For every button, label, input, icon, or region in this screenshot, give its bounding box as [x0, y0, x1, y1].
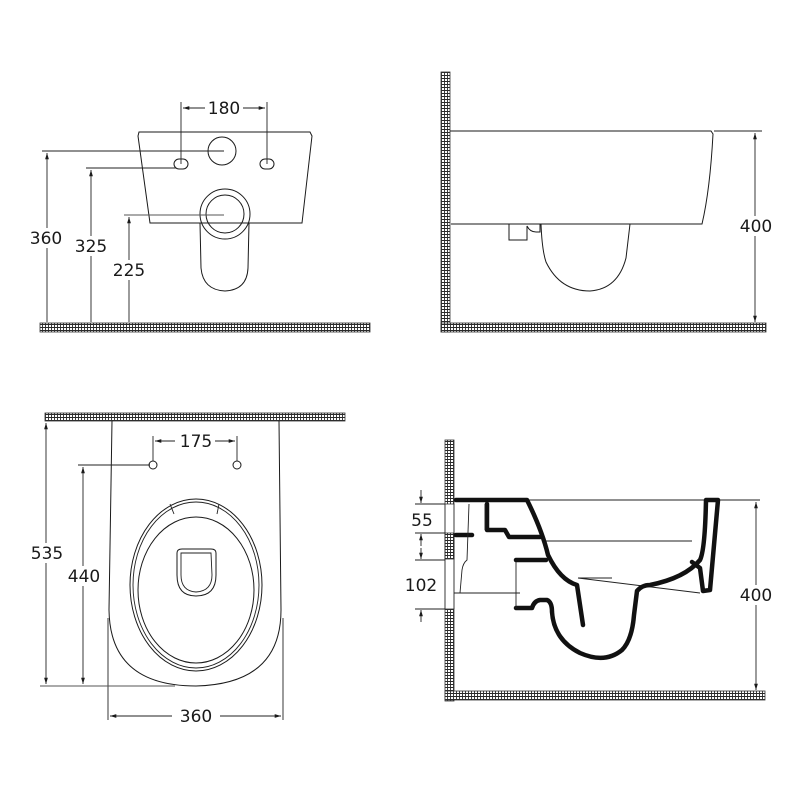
dim-height-top-hole: 360: [30, 229, 62, 249]
outlet-ring-outer: [199, 188, 251, 240]
section-top-rim: [453, 497, 586, 628]
top-view: 175 535 440 360: [28, 412, 346, 727]
wall-hatch-top: [444, 439, 455, 505]
wall-hatch: [44, 412, 346, 422]
dim-bolt-to-front: 440: [68, 567, 100, 587]
dim-height-outlet: 225: [113, 261, 145, 281]
dim-height-bolt-holes: 325: [75, 237, 107, 257]
bowl-outline: [540, 223, 631, 292]
seat-mid: [132, 501, 260, 669]
dim-hole-spacing: 180: [208, 99, 240, 119]
outlet-ring-inner: [205, 194, 245, 234]
floor-hatch: [39, 322, 371, 333]
wall-hatch-low: [444, 608, 455, 702]
bolt-hole-left: [148, 460, 158, 470]
toilet-body-outline: [450, 130, 714, 225]
bowl-body-outline: [199, 222, 250, 292]
bolt-hole-right: [232, 460, 242, 470]
dim-section-height: 400: [740, 586, 772, 606]
seat-inner: [137, 516, 255, 664]
side-view: 400: [440, 71, 774, 333]
dim-inlet-offset: 55: [411, 511, 433, 531]
front-view: 180 360 325 225: [28, 99, 371, 333]
section-trap: [513, 497, 721, 660]
dim-overall-length: 535: [31, 544, 63, 564]
bowl-opening: [176, 548, 217, 597]
toilet-outline: [108, 420, 282, 687]
floor-hatch: [440, 322, 767, 333]
dim-outlet-offset: 102: [405, 576, 437, 596]
wall-plate-outline: [137, 131, 313, 224]
section-inlet: [484, 501, 543, 540]
inlet-stub: [508, 224, 541, 241]
wall-hatch-mid: [444, 532, 455, 560]
seat-outer: [129, 498, 263, 672]
cross-section-view: 55 102 400: [405, 439, 774, 702]
dim-bolt-spacing: 175: [180, 432, 212, 452]
wall-hatch: [440, 71, 451, 333]
floor-hatch: [444, 690, 766, 701]
dim-side-height: 400: [740, 217, 772, 237]
dim-width: 360: [180, 707, 212, 727]
